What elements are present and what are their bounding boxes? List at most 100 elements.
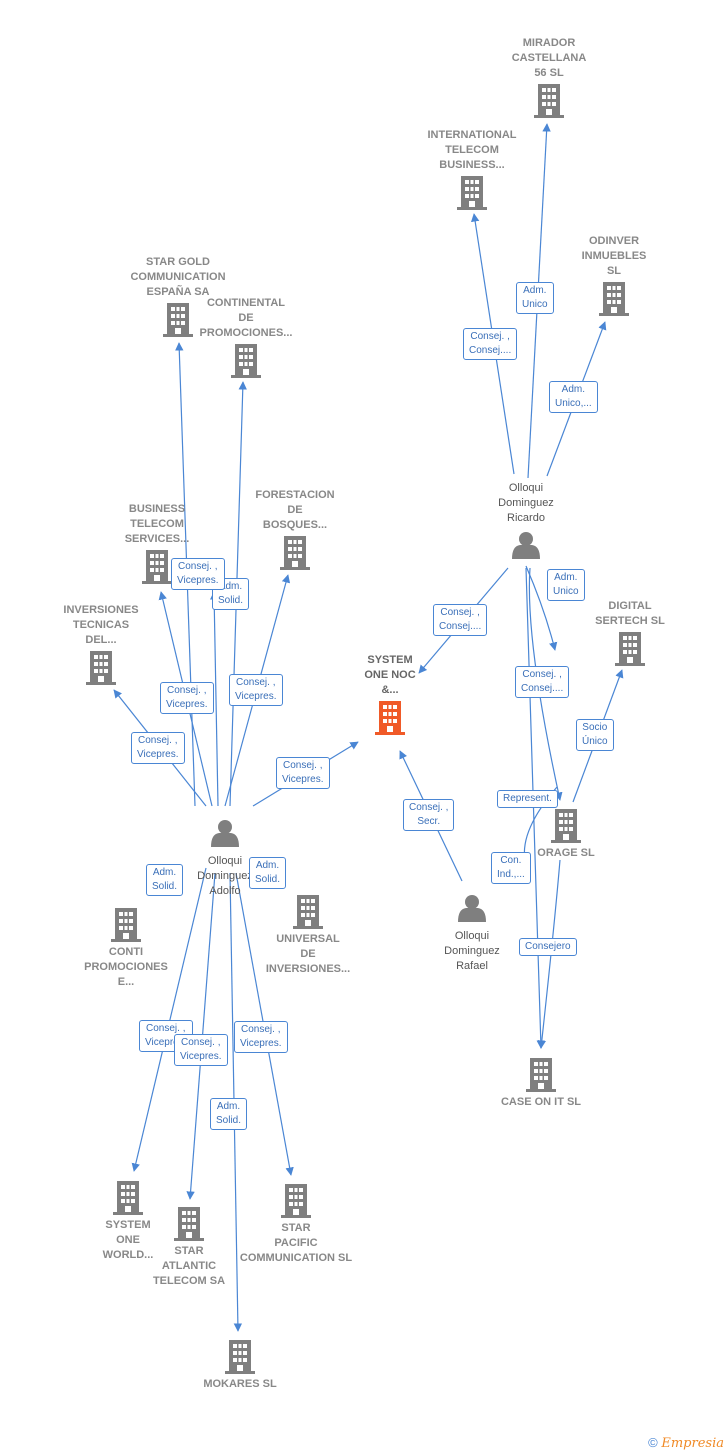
node-label-line: STAR GOLD xyxy=(146,256,210,268)
edge-label-e2[interactable]: Consej. ,Consej.... xyxy=(463,328,518,360)
building-icon-storage[interactable] xyxy=(551,809,581,843)
building-icon-caseon[interactable] xyxy=(526,1058,556,1092)
edge-label-e16[interactable]: Consej. ,Vicepres. xyxy=(276,757,330,789)
edge-label-e18[interactable]: Adm.Solid. xyxy=(146,864,184,896)
edge-line-14 xyxy=(209,591,219,807)
edge-label-line: Consej.... xyxy=(439,621,482,632)
edge-label-line: Ind.,... xyxy=(497,869,525,880)
person-icon-adolfo[interactable] xyxy=(211,820,239,847)
node-label-line: SL xyxy=(606,265,622,277)
edge-label-e9[interactable]: Con. Ind.,... xyxy=(491,852,531,884)
building-icon-universal[interactable] xyxy=(293,895,323,929)
building-icon-mirador[interactable] xyxy=(534,84,564,118)
edge-label-e4[interactable]: Adm.Unico xyxy=(547,569,585,601)
node-label-storage[interactable]: ORAGE SL xyxy=(501,846,631,861)
edge-label-e11[interactable]: Consej. ,Secr. xyxy=(403,799,455,831)
edge-label-line: Consej. , xyxy=(470,331,510,342)
node-label-line: PROMOCIONES xyxy=(84,961,168,973)
node-label-line: Olloqui xyxy=(508,482,544,494)
edge-label-e3[interactable]: Adm. Unico,... xyxy=(549,381,598,413)
edge-label-line: Unico xyxy=(553,586,579,597)
node-label-line: BOSQUES... xyxy=(262,519,328,531)
building-icon-sysworld[interactable] xyxy=(113,1181,143,1215)
edge-label-line: Consej. , xyxy=(178,561,218,572)
edge-label-line: Consejero xyxy=(525,941,571,952)
edge-label-e1[interactable]: Adm.Unico xyxy=(516,282,554,314)
edge-line-9 xyxy=(537,859,561,1049)
edge-label-line: Vicepres. xyxy=(177,575,219,586)
edge-label-e14[interactable]: Consej. ,Vicepres. xyxy=(160,682,214,714)
edge-label-e6[interactable]: Consej. ,Consej.... xyxy=(515,666,570,698)
edge-label-line: Unico,... xyxy=(555,398,592,409)
edge-label-e8[interactable]: Represent. xyxy=(497,790,558,808)
building-icon-mokares[interactable] xyxy=(225,1340,255,1374)
building-icon-center[interactable] xyxy=(375,701,405,735)
building-icon-intl[interactable] xyxy=(457,176,487,210)
building-icon-starpacific[interactable] xyxy=(281,1184,311,1218)
node-label-line: MOKARES SL xyxy=(203,1378,277,1390)
building-icon-continental[interactable] xyxy=(231,344,261,378)
edge-label-line: Consej.... xyxy=(521,683,564,694)
node-label-line: ONE xyxy=(116,1234,140,1246)
edge-label-e21[interactable]: Consej. ,Vicepres. xyxy=(174,1034,228,1066)
node-label-line: DE xyxy=(238,312,254,324)
edge-label-line: Con. xyxy=(500,855,522,866)
copyright-symbol: © xyxy=(648,1435,658,1450)
node-label-line: DE xyxy=(300,948,316,960)
edge-label-line: Consej. , xyxy=(409,802,449,813)
node-label-line: &... xyxy=(381,684,399,696)
building-icon-inversiones[interactable] xyxy=(86,651,116,685)
node-label-line: TECNICAS xyxy=(72,619,130,631)
edge-label-e17[interactable]: Consej. , Vicepres. xyxy=(171,558,225,590)
building-icon-conti[interactable] xyxy=(111,908,141,942)
edge-label-e5[interactable]: Consej. ,Consej.... xyxy=(433,604,488,636)
edge-label-line: Vicepres. xyxy=(166,699,208,710)
node-label-line: BUSINESS xyxy=(128,503,186,515)
node-label-line: Dominguez xyxy=(197,870,253,882)
node-label-caseon[interactable]: CASE ON IT SL xyxy=(476,1095,606,1110)
person-icon-rafael[interactable] xyxy=(458,895,486,922)
edge-label-e19[interactable]: Adm.Solid. xyxy=(249,857,287,889)
edge-label-line: Adm. xyxy=(218,581,243,592)
edge-label-line: Consej. , xyxy=(283,760,323,771)
building-icon-forestacion[interactable] xyxy=(280,536,310,570)
person-icon-ricardo[interactable] xyxy=(512,532,540,559)
node-label-line: CONTINENTAL xyxy=(206,297,285,309)
edge-label-e10[interactable]: Consejero xyxy=(519,938,577,956)
edge-label-line: Solid. xyxy=(152,881,178,892)
node-label-line: TELECOM xyxy=(130,518,184,530)
building-icon-business[interactable] xyxy=(142,550,172,584)
edge-label-line: Adm. xyxy=(523,285,547,296)
building-icon-digital[interactable] xyxy=(615,632,645,666)
edge-label-line: Solid. xyxy=(255,874,281,885)
node-label-line: BUSINESS... xyxy=(439,159,505,171)
node-label-line: WORLD... xyxy=(102,1249,154,1261)
building-icon-odinver[interactable] xyxy=(599,282,629,316)
edge-label-e15[interactable]: Consej. ,Vicepres. xyxy=(229,674,283,706)
edge-label-e23[interactable]: Adm.Solid. xyxy=(210,1098,248,1130)
edge-label-e12[interactable]: Consej. ,Vicepres. xyxy=(131,732,185,764)
edge-label-e22[interactable]: Consej. ,Vicepres. xyxy=(234,1021,288,1053)
edge-label-line: Adm. xyxy=(561,384,586,395)
edge-label-line: Consej. , xyxy=(241,1024,281,1035)
node-label-mokares[interactable]: MOKARES SL xyxy=(175,1377,305,1392)
